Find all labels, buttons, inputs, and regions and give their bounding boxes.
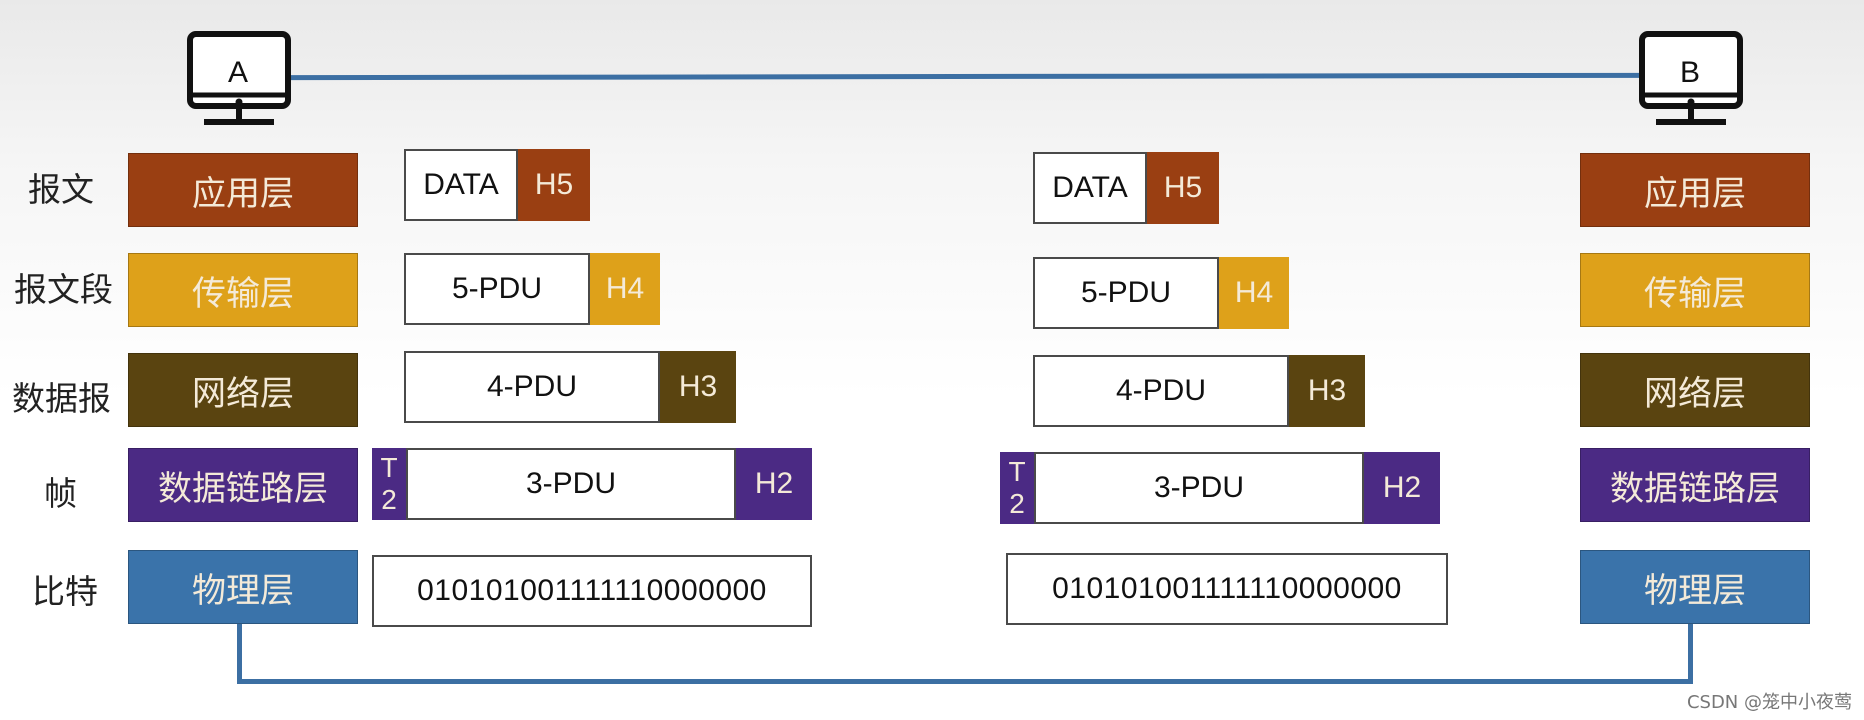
right-h2-header: H2 [1364, 452, 1440, 524]
right-h4-header: H4 [1219, 257, 1289, 329]
watermark: CSDN @笼中小夜莺 [1686, 692, 1852, 713]
left-trailer-t: T [380, 452, 398, 483]
left-h3-header: H3 [660, 351, 736, 423]
left-bottom-link-line [237, 622, 242, 684]
right-trailer-2: 2 [1009, 488, 1025, 519]
right-4-pdu-block: 4-PDU [1033, 355, 1289, 427]
left-bitstream: 010101001111110000000 [372, 555, 812, 627]
right-physical-layer: 物理层 [1580, 550, 1810, 624]
right-application-layer: 应用层 [1580, 153, 1810, 227]
right-bitstream: 010101001111110000000 [1006, 553, 1448, 625]
row-label-bit: 比特 [32, 572, 98, 611]
right-5-pdu-block: 5-PDU [1033, 257, 1219, 329]
left-physical-layer: 物理层 [128, 550, 358, 624]
left-datalink-frame: T 2 3-PDU H2 [372, 448, 812, 520]
left-h5-header: H5 [518, 149, 590, 221]
left-transport-layer: 传输层 [128, 253, 358, 327]
left-4-pdu-block: 4-PDU [404, 351, 660, 423]
top-link-line [289, 72, 1651, 81]
row-label-datagram: 数据报 [12, 379, 111, 418]
left-trailer-2: 2 [381, 484, 397, 515]
left-t2-trailer: T 2 [372, 448, 406, 520]
row-label-message: 报文 [28, 170, 94, 209]
right-bottom-link-line [1688, 622, 1693, 684]
left-3-pdu-block: 3-PDU [406, 448, 736, 520]
left-network-layer: 网络层 [128, 353, 358, 427]
left-datalink-layer: 数据链路层 [128, 448, 358, 522]
left-network-pdu: 4-PDU H3 [404, 351, 736, 423]
left-transport-pdu: 5-PDU H4 [404, 253, 660, 325]
left-h2-header: H2 [736, 448, 812, 520]
right-h3-header: H3 [1289, 355, 1365, 427]
host-b-label: B [1679, 56, 1700, 89]
left-app-pdu: DATA H5 [404, 149, 590, 221]
row-label-frame: 帧 [44, 474, 77, 513]
right-datalink-frame: T 2 3-PDU H2 [1000, 452, 1440, 524]
right-transport-layer: 传输层 [1580, 253, 1810, 327]
host-b-monitor-icon: B [1638, 30, 1748, 130]
left-data-block: DATA [404, 149, 518, 221]
right-network-layer: 网络层 [1580, 353, 1810, 427]
left-application-layer: 应用层 [128, 153, 358, 227]
row-label-segment: 报文段 [14, 270, 113, 309]
right-h5-header: H5 [1147, 152, 1219, 224]
right-app-pdu: DATA H5 [1033, 152, 1219, 224]
left-5-pdu-block: 5-PDU [404, 253, 590, 325]
host-a-label: A [227, 56, 248, 89]
host-a-monitor-icon: A [186, 30, 296, 130]
right-datalink-layer: 数据链路层 [1580, 448, 1810, 522]
left-h4-header: H4 [590, 253, 660, 325]
right-t2-trailer: T 2 [1000, 452, 1034, 524]
right-network-pdu: 4-PDU H3 [1033, 355, 1365, 427]
right-data-block: DATA [1033, 152, 1147, 224]
right-trailer-t: T [1008, 456, 1026, 487]
bottom-link-line [237, 679, 1693, 684]
right-3-pdu-block: 3-PDU [1034, 452, 1364, 524]
right-transport-pdu: 5-PDU H4 [1033, 257, 1289, 329]
